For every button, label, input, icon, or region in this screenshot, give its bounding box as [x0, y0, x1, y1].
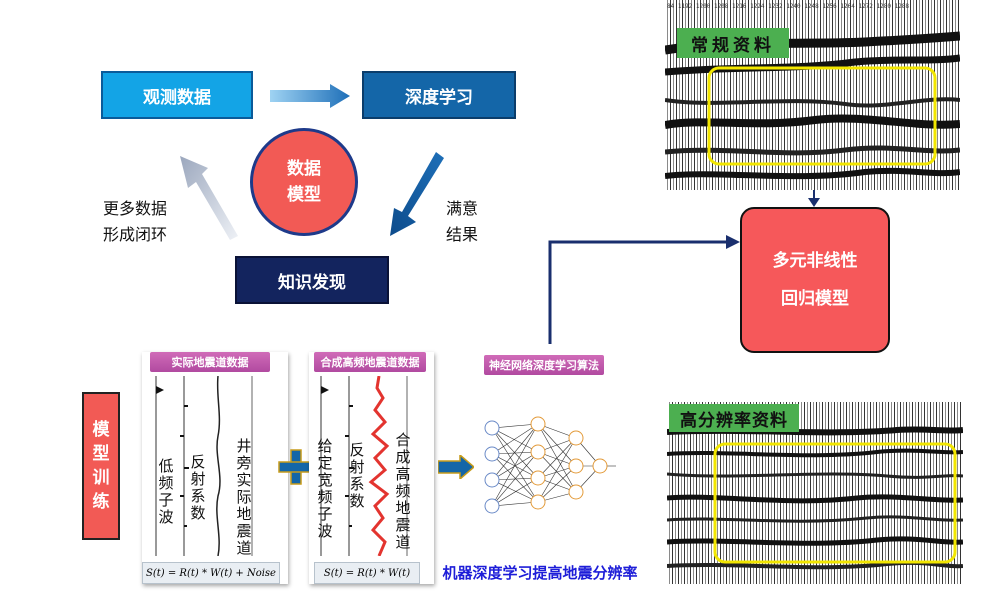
- up-left-arrow-icon: [180, 156, 238, 240]
- training-caption: 机器深度学习提高地震分辨率: [442, 563, 638, 599]
- regression-line1: 多元非线性: [772, 251, 858, 271]
- left-note: 更多数据 形成闭环: [103, 196, 167, 248]
- down-arrow-icon: [808, 190, 820, 207]
- knowledge-discovery-label: 知识发现: [278, 272, 346, 293]
- deep-learning-box: 深度学习: [362, 71, 516, 119]
- panel1-col1: 低频子波: [158, 457, 174, 526]
- regression-model-box: 多元非线性 回归模型: [740, 207, 890, 353]
- right-arrow-icon: [270, 84, 350, 108]
- real-seismic-traces: [155, 376, 253, 556]
- right-note: 满意 结果: [446, 196, 478, 248]
- panel1-col3: 井旁实际地震道: [236, 437, 252, 557]
- neural-network-diagram: [484, 416, 616, 514]
- panel1-formula: S(t) = R(t) * W(t) + Noise: [142, 562, 280, 584]
- panel1-title-text: 实际地震道数据: [171, 356, 249, 369]
- model-training-label: 模型训练: [92, 420, 110, 512]
- panel3-title-text: 神经网络深度学习算法: [489, 359, 599, 372]
- panel2-formula-text: S(t) = R(t) * W(t): [323, 567, 411, 579]
- panel2-col2: 反射系数: [349, 441, 365, 510]
- conventional-seismic-image: 84 1192 1200 1208 1216 1224 1232 1240 12…: [665, 0, 960, 190]
- left-note-line2: 形成闭环: [103, 225, 168, 244]
- connector-arrow-icon: [548, 235, 740, 344]
- conventional-data-label: 常规资料: [677, 28, 789, 58]
- high-resolution-seismic-image: 高分辨率资料: [667, 402, 963, 584]
- center-line1: 数据: [287, 159, 321, 179]
- panel2-title-text: 合成高频地震道数据: [320, 356, 420, 369]
- left-note-line1: 更多数据: [103, 199, 168, 218]
- panel1-col2: 反射系数: [190, 453, 206, 522]
- knowledge-discovery-box: 知识发现: [235, 256, 389, 304]
- regression-line2: 回归模型: [781, 289, 849, 309]
- panel2-col3: 合成高频地震道: [395, 431, 411, 551]
- training-caption-text: 机器深度学习提高地震分辨率: [442, 564, 638, 582]
- seismic-horizons: [665, 31, 960, 180]
- panel2-title: 合成高频地震道数据: [314, 352, 426, 372]
- high-res-data-text: 高分辨率资料: [680, 410, 788, 431]
- center-line2: 模型: [287, 185, 321, 205]
- right-block-arrow-icon: [438, 455, 474, 479]
- synthetic-seismic-traces: [320, 376, 408, 556]
- panel1-title: 实际地震道数据: [150, 352, 270, 372]
- panel3-title: 神经网络深度学习算法: [484, 355, 604, 375]
- conventional-data-text: 常规资料: [691, 35, 775, 56]
- seismic-tick-labels: 84 1192 1200 1208 1216 1224 1232 1240 12…: [667, 3, 910, 10]
- deep-learning-label: 深度学习: [405, 87, 473, 108]
- right-note-line1: 满意: [446, 199, 479, 218]
- right-note-line2: 结果: [446, 225, 479, 244]
- real-seismic-panel: 低频子波 反射系数 井旁实际地震道: [142, 352, 288, 584]
- synthetic-seismic-panel: 给定宽频子波 反射系数 合成高频地震道: [309, 352, 434, 584]
- observed-data-box: 观测数据: [101, 71, 253, 119]
- data-model-circle: 数据 模型: [250, 128, 358, 236]
- panel1-formula-text: S(t) = R(t) * W(t) + Noise: [146, 567, 276, 579]
- panel2-col1: 给定宽频子波: [317, 437, 333, 540]
- observed-data-label: 观测数据: [143, 87, 211, 108]
- model-training-box: 模型训练: [82, 392, 120, 540]
- panel2-formula: S(t) = R(t) * W(t): [314, 562, 420, 584]
- high-res-data-label: 高分辨率资料: [669, 404, 799, 432]
- down-left-arrow-icon: [390, 152, 444, 236]
